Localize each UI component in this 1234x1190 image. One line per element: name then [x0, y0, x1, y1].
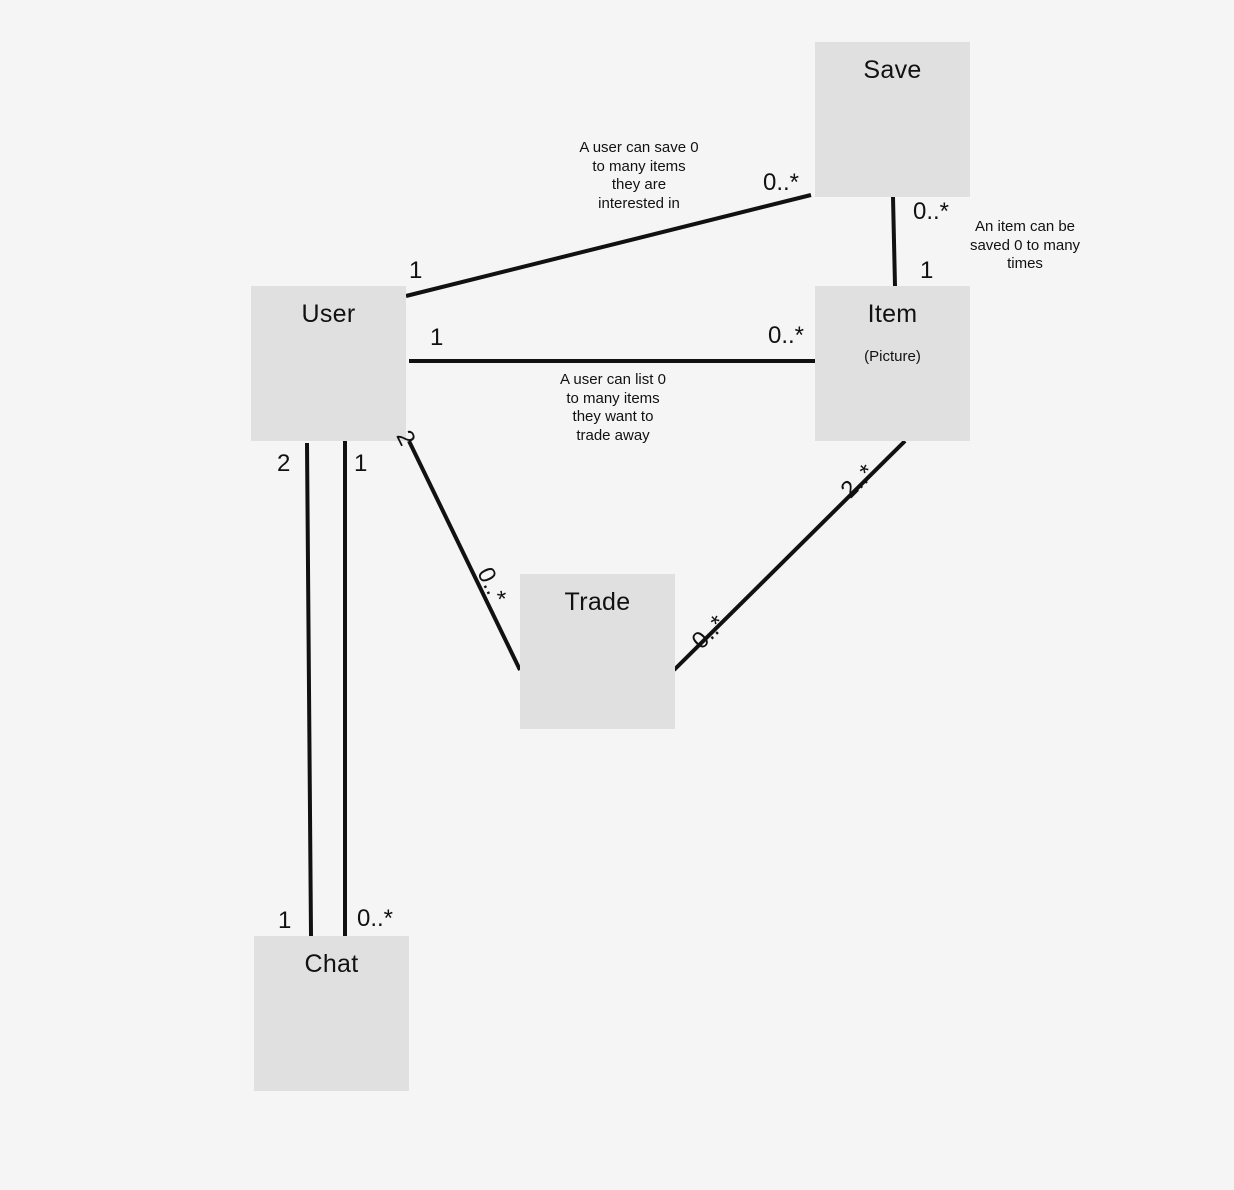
entity-item-subtitle: (Picture)	[864, 348, 921, 365]
line-user-save	[405, 193, 812, 298]
mult-user-chat-a-chat-end: 1	[278, 907, 292, 934]
mult-user-chat-a-user-end: 2	[277, 450, 291, 477]
line-item-trade	[672, 439, 907, 672]
mult-user-chat-b-chat-end: 0..*	[357, 905, 394, 932]
entity-item[interactable]: Item (Picture)	[815, 286, 970, 441]
note-user-save: A user can save 0 to many items they are…	[579, 139, 699, 212]
mult-user-chat-b-user-end: 1	[354, 450, 368, 477]
mult-save-item-save-end: 0..*	[913, 198, 950, 225]
entity-chat-title: Chat	[304, 950, 359, 978]
line-user-trade	[407, 440, 522, 671]
entity-trade-title: Trade	[564, 588, 631, 616]
mult-user-save-user-end: 1	[409, 257, 423, 284]
mult-user-save-save-end: 0..*	[763, 169, 800, 196]
mult-user-item-item-end: 0..*	[768, 322, 805, 349]
entity-user[interactable]: User	[251, 286, 406, 441]
mult-user-item-user-end: 1	[430, 324, 444, 351]
line-user-chat-a	[305, 442, 313, 937]
entity-save-title: Save	[863, 56, 922, 84]
entity-user-title: User	[301, 300, 356, 328]
entity-save[interactable]: Save	[815, 42, 970, 197]
note-user-item: A user can list 0 to many items they wan…	[560, 371, 666, 444]
entity-trade[interactable]: Trade	[520, 574, 675, 729]
note-save-item: An item can be saved 0 to many times	[969, 218, 1081, 272]
line-save-item	[891, 196, 897, 287]
entity-item-title: Item	[867, 300, 918, 328]
entity-chat[interactable]: Chat	[254, 936, 409, 1091]
mult-save-item-item-end: 1	[920, 257, 934, 284]
